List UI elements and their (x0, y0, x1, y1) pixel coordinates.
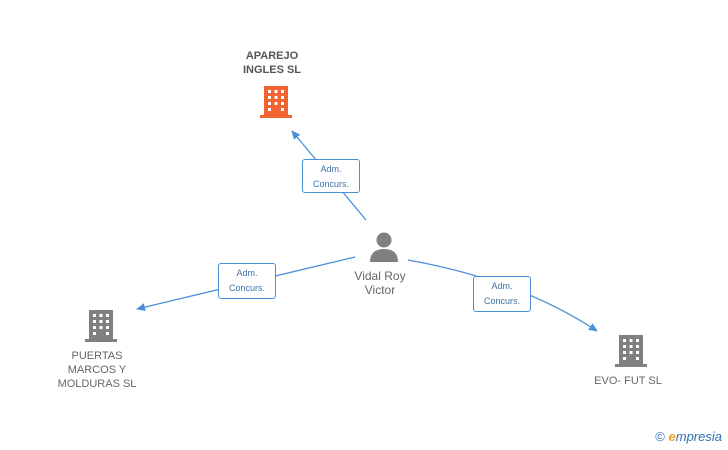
edge-role-line1: Adm. (320, 164, 342, 174)
edge-role-line1: Adm. (236, 268, 258, 278)
brand-footer: © empresia (655, 429, 722, 444)
edge-role-line1: Adm. (491, 281, 513, 291)
edge-role-box-puertas[interactable]: Adm. Concurs. (218, 263, 276, 299)
building-icon[interactable] (260, 86, 292, 118)
copyright-icon: © (655, 429, 665, 444)
person-label[interactable]: Vidal Roy Victor (354, 269, 406, 297)
person-icon[interactable] (370, 232, 398, 263)
edge-role-box-aparejo[interactable]: Adm. Concurs. (302, 159, 360, 193)
company-label-evofut[interactable]: EVO- FUT SL (594, 375, 662, 387)
edge-role-line2: Concurs. (312, 179, 349, 189)
edge-role-line2: Concurs. (483, 296, 520, 306)
building-icon[interactable] (615, 335, 647, 367)
company-label-puertas[interactable]: PUERTAS MARCOS Y MOLDURAS SL (57, 350, 137, 390)
building-icon[interactable] (85, 310, 117, 342)
edge-role-line2: Concurs. (228, 283, 265, 293)
company-label-aparejo[interactable]: APAREJO INGLES SL (242, 50, 302, 76)
brand-logo: empresia (668, 429, 722, 444)
edge-role-box-evofut[interactable]: Adm. Concurs. (473, 276, 531, 312)
